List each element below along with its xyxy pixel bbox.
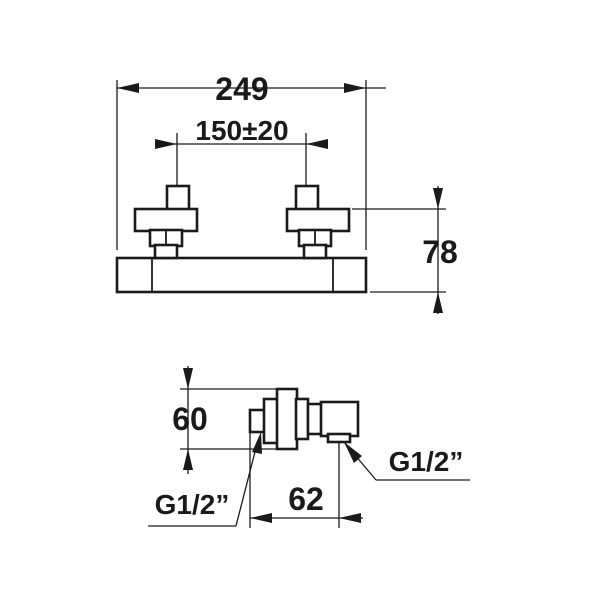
side-flange (275, 387, 299, 451)
inlet-thread-leader-arrow (252, 432, 262, 454)
mixer-body (115, 256, 368, 294)
side-depth-label: 62 (288, 481, 324, 517)
overall-width-label: 249 (215, 71, 268, 107)
width-arrow-left (117, 83, 139, 93)
height60-arrow-top (183, 368, 193, 389)
inlet-spacing-label: 150±20 (195, 115, 288, 146)
left-connector-neck (153, 243, 179, 260)
side-view: 60 62 G1/2” G1/2” (148, 366, 470, 528)
outlet-block (319, 400, 360, 438)
outlet-spout (326, 432, 352, 444)
height-arrow-bottom (433, 292, 443, 313)
height60-arrow-bottom (183, 449, 193, 470)
width-arrow-right (344, 83, 366, 93)
left-connector-stem (165, 184, 191, 212)
outlet-thread-leader-arrow (344, 442, 362, 463)
outlet-thread-label: G1/2” (389, 446, 464, 477)
height-arrow-top (433, 188, 443, 209)
inlet-thread-leader-diag (235, 439, 259, 527)
spacing-arrow-left (155, 139, 177, 149)
height-label: 78 (422, 234, 458, 270)
right-connector-stem (294, 184, 320, 212)
side-nut (294, 397, 310, 441)
left-connector (133, 184, 199, 260)
right-connector-neck (302, 243, 328, 260)
spacing-arrow-right (306, 139, 328, 149)
side-height-label: 60 (172, 401, 208, 437)
depth62-arrow-left (250, 513, 272, 523)
front-view: 249 150±20 78 (115, 71, 458, 314)
left-connector-flange (133, 207, 199, 233)
inlet-thread-label: G1/2” (155, 489, 230, 520)
right-connector (285, 184, 351, 260)
right-connector-flange (285, 207, 351, 233)
depth62-arrow-right (339, 513, 361, 523)
